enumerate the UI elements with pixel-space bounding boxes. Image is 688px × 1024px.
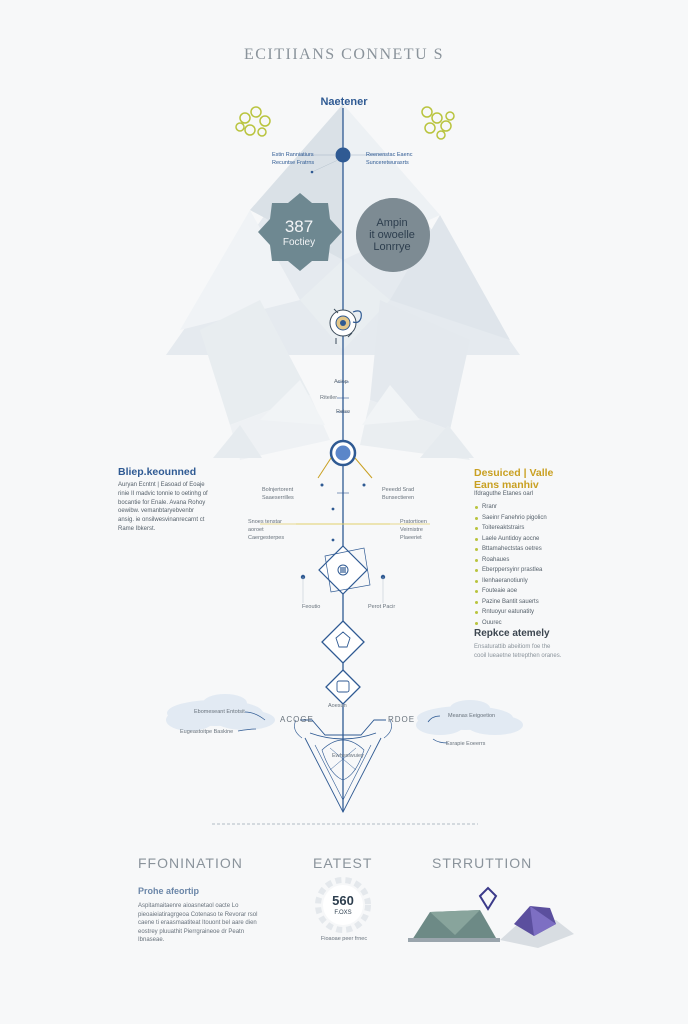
gear-sub: F.OXS [334, 910, 352, 916]
left-body: Auryan Ecntnt | Easoad of Eoaje rinie II… [118, 482, 208, 532]
gear-caption: Fioaoae peer frnec [320, 936, 368, 942]
right-heading: Desuiced | Valle Eans manhiv [474, 467, 553, 491]
apex-left-note: Estin Ranniatiurs Recuntse Fratrns [272, 152, 315, 166]
spine-note: Riteiler [320, 395, 338, 401]
replace-body: Ensaturattib abeitiom foe the cooil luea… [474, 644, 562, 659]
left-heading: Bliep.keounned [118, 466, 197, 478]
cloud-left-label-top: Ebomeseant Entotsit [194, 709, 245, 715]
diamond-left-note: Feoutio [302, 604, 321, 610]
circle-badge-line1: Ampin [376, 217, 408, 229]
list-item: Ouurec [474, 618, 584, 629]
list-item: Toitereaktstrairs [474, 523, 584, 534]
right-mid-note: Pratortioen Veirnistre Plaeeriet [400, 519, 427, 541]
list-item: Laele Auntidoy aocne [474, 534, 584, 545]
right-heading-line1: Desuiced | Valle [474, 467, 554, 479]
right-heading-line2: Eans manhiv [474, 479, 539, 491]
gear-number: 560 [332, 893, 354, 908]
base-funnel [294, 719, 392, 813]
left-cloud [166, 694, 275, 731]
footer-heading-left: FFONINATION [138, 855, 243, 871]
bullet-list: Rranr Saeinr Fanehrio pigolicn Toitereak… [474, 502, 584, 628]
replace-heading: Repkce atemely [474, 628, 550, 639]
left-branch-note: Bolnjertorent Saaeserrilles [262, 487, 294, 501]
circle-badge-shape [356, 198, 430, 272]
list-item: Saeinr Fanehrio pigolicn [474, 513, 584, 524]
page-title: ECITIIANS CONNETU S [243, 46, 445, 63]
gem-icon [500, 906, 574, 948]
list-item: Eberppersyinr prastlea [474, 565, 584, 576]
list-item: Rntuoyur eatunatity [474, 607, 584, 618]
diamond-right-note: Perot Pacir [368, 604, 396, 610]
diamond-emblem-icon[interactable] [318, 545, 371, 595]
list-item: Pazine Bantit sauerts [474, 597, 584, 608]
cloud-mid-left: ACOGE [280, 715, 314, 724]
left-mid-note: Snoes tenstar aoroet Caergesterpes [248, 519, 285, 541]
gem-icon [478, 886, 498, 911]
cloud-mid-right: RDOE [388, 715, 416, 724]
faceted-mountain [166, 104, 520, 460]
apex-right-note: Reenenstac Eaenc Sunceretwurasrts [366, 152, 413, 166]
top-node[interactable] [335, 147, 351, 163]
star-badge-label: Foctiey [282, 237, 316, 248]
list-item: Bttamahectstas oetres [474, 544, 584, 555]
spine-note: Aciop [334, 379, 348, 385]
cloud-left-label-bottom: Eugeastoitpe Baskine [180, 729, 234, 735]
list-item: Roahaues [474, 555, 584, 566]
list-item: Rranr [474, 502, 584, 513]
gear-icon [315, 877, 371, 933]
footer-heading-center: EATEST [313, 855, 373, 871]
footer-body: Aspitamaitaenre aioasnetaol oacte Lo pie… [138, 903, 258, 943]
valley-note: Ewhesiwuiey [332, 753, 364, 759]
star-badge-number: 387 [284, 217, 314, 236]
footer-heading-right: STRRUTTION [432, 855, 533, 871]
circle-badge-line2: it owoelle [369, 229, 415, 241]
list-item: Ilenhaeranotiunly [474, 576, 584, 587]
list-item: Fouteaie aoe [474, 586, 584, 597]
spine-note: Reiso [336, 409, 351, 415]
circle-badge: Ampin it owoelle Lonrrye [356, 217, 428, 253]
apex-label: Naetener [320, 96, 368, 108]
cloud-right-label-top: Meanas Eeigoetion [448, 713, 496, 719]
diamond-node-icon[interactable] [325, 669, 361, 705]
footer-subheading: Prohe afeortip [138, 886, 200, 896]
right-branch-note: Peeedd Srad Bunsectieren [382, 487, 415, 501]
cloud-right-label-bottom: Esrapie Eoeerrs [446, 741, 486, 747]
star-badge: 387 Foctiey [268, 217, 330, 248]
circle-badge-line3: Lonrrye [373, 241, 411, 253]
star-badge-shape [258, 193, 342, 271]
right-subheading: Ifdraguthe Etanes oarl [474, 491, 534, 497]
diamond-node-icon[interactable] [321, 620, 365, 664]
diamond-small-note: Aoesun [328, 703, 347, 709]
leaf-cluster-icon [421, 106, 455, 140]
right-cloud [416, 700, 523, 735]
tent-icon [408, 910, 500, 942]
leaf-cluster-icon [235, 106, 271, 137]
mechanism-icon[interactable] [329, 308, 362, 344]
